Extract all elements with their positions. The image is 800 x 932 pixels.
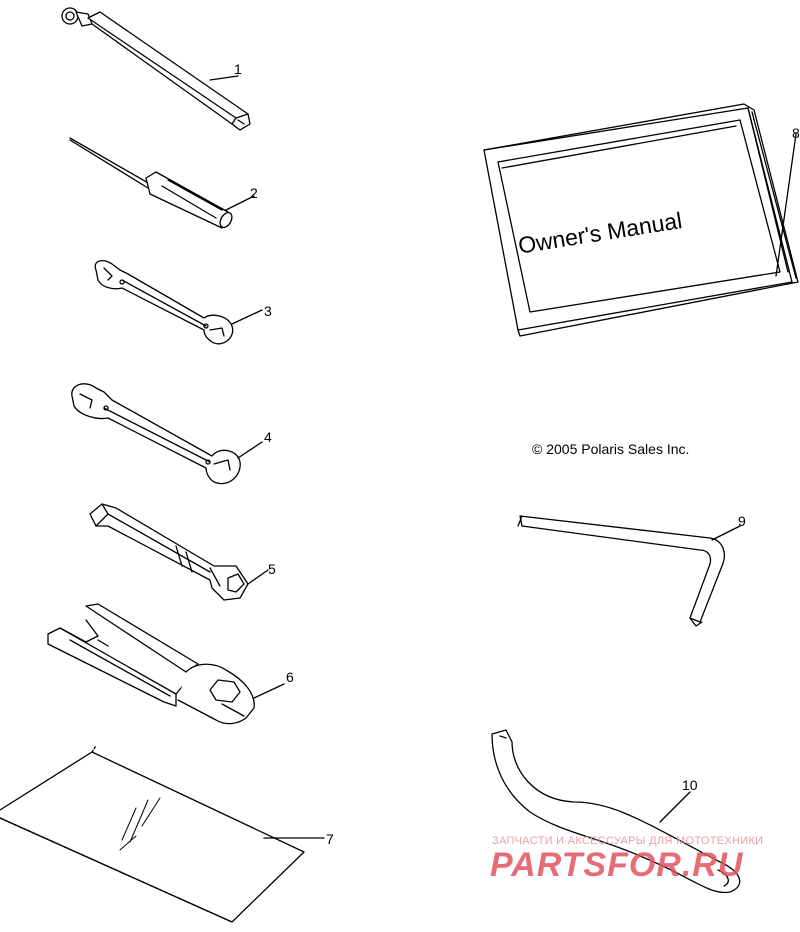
screwdriver-icon	[69, 137, 255, 229]
pressure-gauge-icon	[61, 7, 251, 131]
socket-wrench-icon	[89, 503, 269, 601]
copyright-text: © 2005 Polaris Sales Inc.	[532, 441, 690, 457]
part-labels: 1 2 3 4 5 6 7 8 9 10	[234, 61, 800, 847]
part-number-label: 9	[738, 513, 746, 529]
watermark-logo: PARTSFOR.RU	[490, 846, 744, 884]
part-number-label: 3	[264, 303, 272, 319]
spark-plug-tool-icon	[47, 603, 285, 725]
part-number-label: 8	[792, 125, 800, 141]
part-number-label: 4	[264, 429, 272, 445]
part-number-label: 6	[286, 669, 294, 685]
small-wrench-icon	[94, 259, 263, 345]
owners-manual-icon: Owner's Manual	[483, 103, 799, 337]
part-number-label: 7	[326, 831, 334, 847]
part-number-label: 10	[682, 777, 698, 793]
tool-bag-icon	[0, 745, 325, 923]
spanner-hook-icon	[491, 729, 741, 894]
large-wrench-icon	[71, 383, 263, 485]
watermark-subtitle: ЗАПЧАСТИ И АКСЕССУАРЫ ДЛЯ МОТОТЕХНИКИ	[492, 835, 764, 847]
part-number-label: 1	[234, 61, 242, 77]
part-number-label: 5	[268, 561, 276, 577]
hex-key-icon	[517, 515, 741, 627]
part-number-label: 2	[250, 185, 258, 201]
